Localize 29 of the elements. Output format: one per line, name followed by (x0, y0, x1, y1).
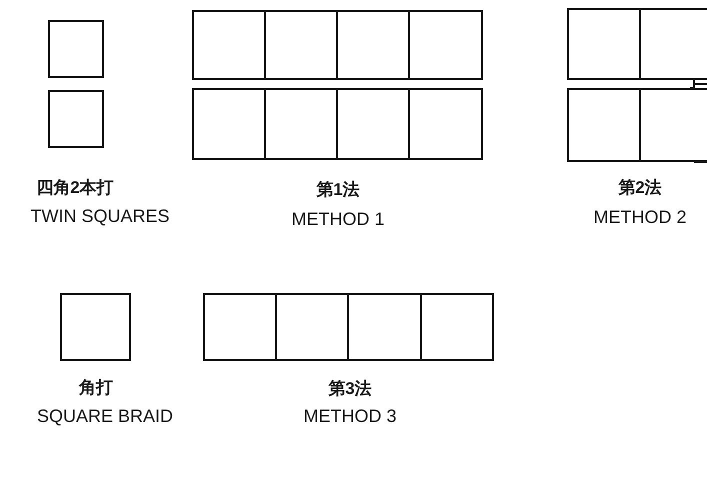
braid-square (347, 293, 422, 361)
japanese-caption: 角打 (79, 377, 113, 399)
english-caption: METHOD 1 (292, 208, 384, 231)
english-caption: METHOD 2 (594, 206, 686, 229)
japanese-caption: 第1法 (316, 179, 360, 201)
braid-square (264, 10, 338, 80)
braid-square (408, 88, 483, 160)
braid-square (639, 88, 707, 162)
braid-square (420, 293, 494, 361)
braid-square (203, 293, 277, 361)
braid-square (60, 293, 131, 361)
english-caption: SQUARE BRAID (36, 405, 174, 428)
braid-square (336, 88, 410, 160)
braid-square (275, 293, 349, 361)
braid-square (264, 88, 338, 160)
japanese-caption: 四角2本打 (36, 177, 114, 199)
braid-square (639, 8, 707, 80)
braid-square (48, 90, 104, 148)
english-caption: TWIN SQUARES (30, 205, 170, 228)
japanese-caption: 第2法 (618, 177, 662, 199)
english-caption: METHOD 3 (304, 405, 396, 428)
braid-square (567, 8, 641, 80)
braid-square (336, 10, 410, 80)
braid-square (48, 20, 104, 78)
braid-square (192, 10, 266, 80)
braid-square (192, 88, 266, 160)
japanese-caption: 第3法 (328, 378, 372, 400)
braid-square (567, 88, 641, 162)
braid-square (408, 10, 483, 80)
